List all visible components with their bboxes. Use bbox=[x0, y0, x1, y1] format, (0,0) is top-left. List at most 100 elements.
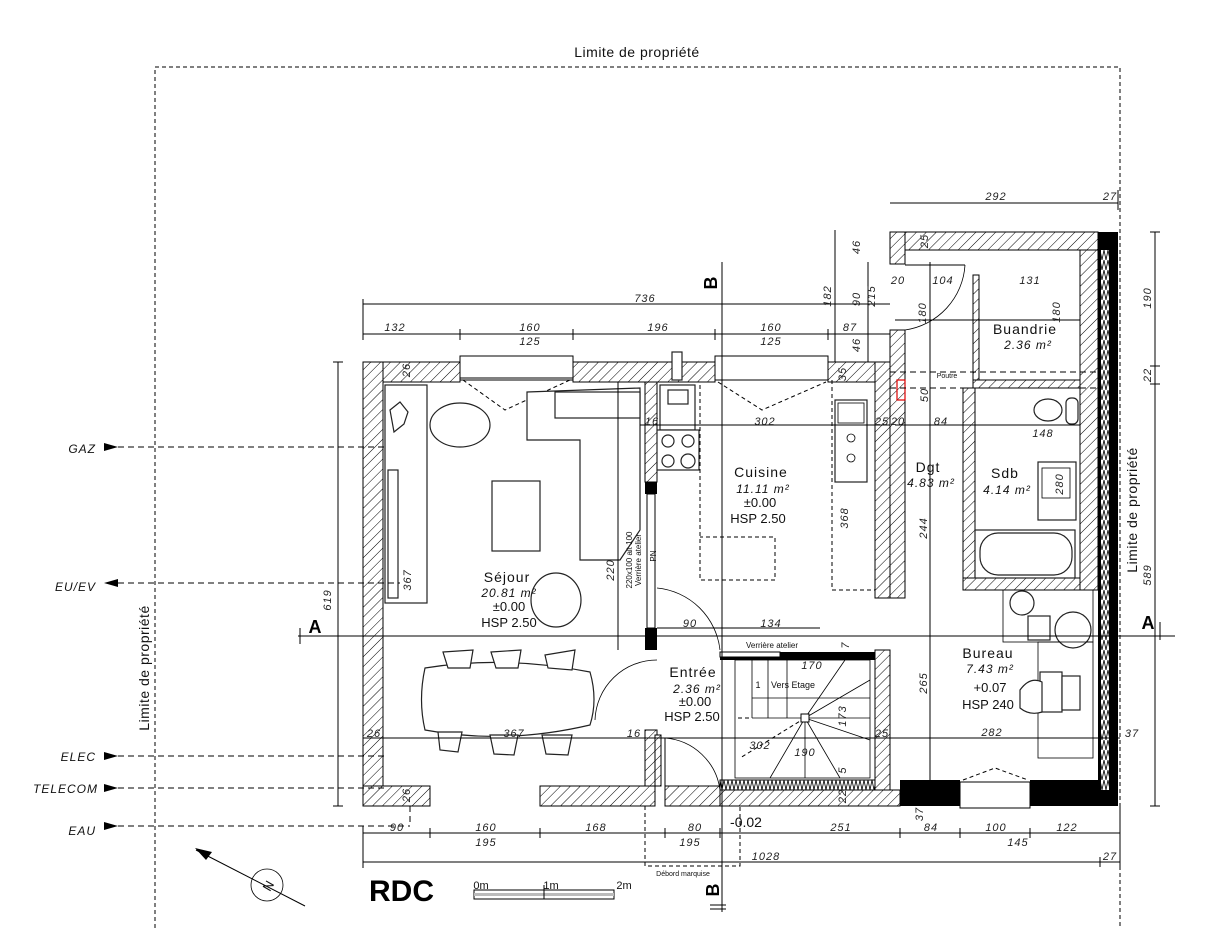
debord-marquise-label: Débord marquise bbox=[656, 871, 710, 878]
network-label-eau: EAU bbox=[68, 824, 96, 838]
dimension-label: 37 bbox=[914, 807, 926, 821]
dimension-label: 190 bbox=[1142, 287, 1154, 308]
svg-text:N: N bbox=[259, 878, 277, 894]
dimension-label: 215 bbox=[866, 285, 878, 307]
dimension-label: 292 bbox=[984, 191, 1006, 203]
network-label-elec: ELEC bbox=[61, 750, 96, 764]
room-sejour: Séjour 20.81 m² ±0.00 HSP 2.50 bbox=[480, 569, 536, 630]
dimension-label: 168 bbox=[585, 822, 606, 834]
network-label-gaz: GAZ bbox=[68, 442, 96, 456]
property-limit-top-label: Limite de propriété bbox=[574, 44, 699, 60]
dimension-label: 195 bbox=[679, 837, 700, 849]
room-name: Bureau bbox=[962, 645, 1013, 661]
dimension-label: 160 bbox=[760, 322, 781, 334]
property-limit bbox=[154, 66, 1121, 928]
exterior-level-label: -0.02 bbox=[730, 814, 762, 830]
room-level: ±0.00 bbox=[493, 599, 525, 614]
dimension-label: 160 bbox=[519, 322, 540, 334]
dimension-label: 190 bbox=[794, 747, 815, 759]
section-marker-b-bottom: B bbox=[703, 884, 723, 897]
room-hsp: HSP 240 bbox=[962, 697, 1014, 712]
dimension-label: 90 bbox=[683, 618, 697, 630]
pn-label: PN bbox=[649, 550, 658, 561]
verriere-name-label: Verrière atelier bbox=[634, 534, 643, 586]
room-name: Buandrie bbox=[993, 321, 1057, 337]
furniture bbox=[384, 351, 1094, 759]
verriere-atelier-label: Verrière atelier bbox=[746, 641, 798, 650]
dimension-label: 27 bbox=[1102, 191, 1117, 203]
dimension-label: 26 bbox=[401, 363, 413, 378]
dimension-label: 80 bbox=[688, 822, 702, 834]
dimension-label: 1028 bbox=[752, 851, 780, 863]
dimension-label: 251 bbox=[829, 822, 851, 834]
dimension-label: 196 bbox=[647, 322, 668, 334]
dimension-lines bbox=[333, 190, 1160, 868]
dimension-label: 134 bbox=[760, 618, 781, 630]
room-cuisine: Cuisine 11.11 m² ±0.00 HSP 2.50 bbox=[730, 464, 790, 526]
dimension-label: 736 bbox=[634, 293, 655, 305]
dimension-label: 90 bbox=[851, 292, 863, 306]
arrow-euev-icon bbox=[104, 579, 118, 587]
room-entree: Entrée 2.36 m² ±0.00 HSP 2.50 bbox=[664, 664, 720, 724]
stair-step-label: 1 bbox=[755, 680, 760, 690]
dimension-label: 302 bbox=[749, 740, 770, 752]
verriere-spec-label: 220x100 alt 100 bbox=[625, 531, 634, 588]
dimension-label: 367 bbox=[503, 728, 524, 740]
dimension-label: 182 bbox=[822, 285, 834, 306]
dimension-label: 180 bbox=[917, 302, 929, 323]
room-area: 4.14 m² bbox=[983, 483, 1031, 497]
north-arrow-icon: N bbox=[195, 848, 306, 907]
property-limit-right-label: Limite de propriété bbox=[1124, 447, 1140, 572]
windows bbox=[459, 355, 1029, 781]
dimension-label: 131 bbox=[1019, 275, 1040, 287]
dimension-label: 35 bbox=[837, 367, 849, 381]
dimension-label: 220 bbox=[605, 559, 617, 581]
dimension-label: 27 bbox=[1102, 851, 1117, 863]
section-marker-b-top: B bbox=[701, 277, 721, 290]
arrow-gaz-icon bbox=[104, 443, 118, 451]
dimension-label: 173 bbox=[837, 705, 849, 726]
dimension-label: 302 bbox=[754, 416, 775, 428]
room-buandrie: Buandrie 2.36 m² bbox=[993, 321, 1057, 352]
dimension-label: 46 bbox=[851, 338, 863, 352]
scale-label-1: 1m bbox=[543, 880, 558, 892]
room-area: 7.43 m² bbox=[966, 662, 1014, 676]
section-lines bbox=[298, 262, 1175, 912]
doors bbox=[594, 264, 966, 791]
room-sdb: Sdb 4.14 m² bbox=[983, 465, 1031, 497]
dimension-label: 589 bbox=[1142, 564, 1154, 585]
scale-label-0: 0m bbox=[473, 880, 488, 892]
dimension-label: 100 bbox=[985, 822, 1006, 834]
room-bureau: Bureau 7.43 m² +0.07 HSP 240 bbox=[962, 645, 1014, 712]
plant-icon bbox=[389, 401, 409, 434]
dimension-label: 132 bbox=[384, 322, 405, 334]
room-area: 20.81 m² bbox=[480, 586, 536, 600]
dimension-label: 180 bbox=[1051, 301, 1063, 322]
dimension-label: 280 bbox=[1054, 473, 1066, 495]
network-label-euev: EU/EV bbox=[55, 580, 96, 594]
dimension-label: 367 bbox=[402, 569, 414, 590]
room-area: 11.11 m² bbox=[736, 482, 790, 496]
poutre-label: Poutre bbox=[937, 373, 958, 380]
room-hsp: HSP 2.50 bbox=[664, 709, 719, 724]
dimension-label: 20 bbox=[890, 416, 905, 428]
dimension-label: 22 bbox=[1142, 368, 1154, 383]
dimension-label: 104 bbox=[932, 275, 953, 287]
section-marker-a-right: A bbox=[1142, 613, 1155, 633]
dimension-label: 16 bbox=[645, 416, 659, 428]
staircase bbox=[719, 651, 875, 779]
dimension-label: 125 bbox=[519, 336, 540, 348]
room-dgt: Dgt 4.83 m² bbox=[907, 459, 955, 490]
room-area: 4.83 m² bbox=[907, 476, 955, 490]
room-name: Cuisine bbox=[734, 464, 788, 480]
scale-bar: 0m 1m 2m bbox=[473, 880, 632, 900]
network-arrows bbox=[104, 443, 411, 830]
room-name: Séjour bbox=[484, 569, 530, 585]
dimension-label: 84 bbox=[934, 416, 948, 428]
dimension-label: 5 bbox=[837, 766, 849, 773]
room-level: +0.07 bbox=[974, 680, 1007, 695]
dimension-label: 125 bbox=[760, 336, 781, 348]
room-name: Dgt bbox=[916, 459, 941, 475]
dimension-label: 16 bbox=[627, 728, 641, 740]
dimension-label: 265 bbox=[918, 672, 930, 694]
